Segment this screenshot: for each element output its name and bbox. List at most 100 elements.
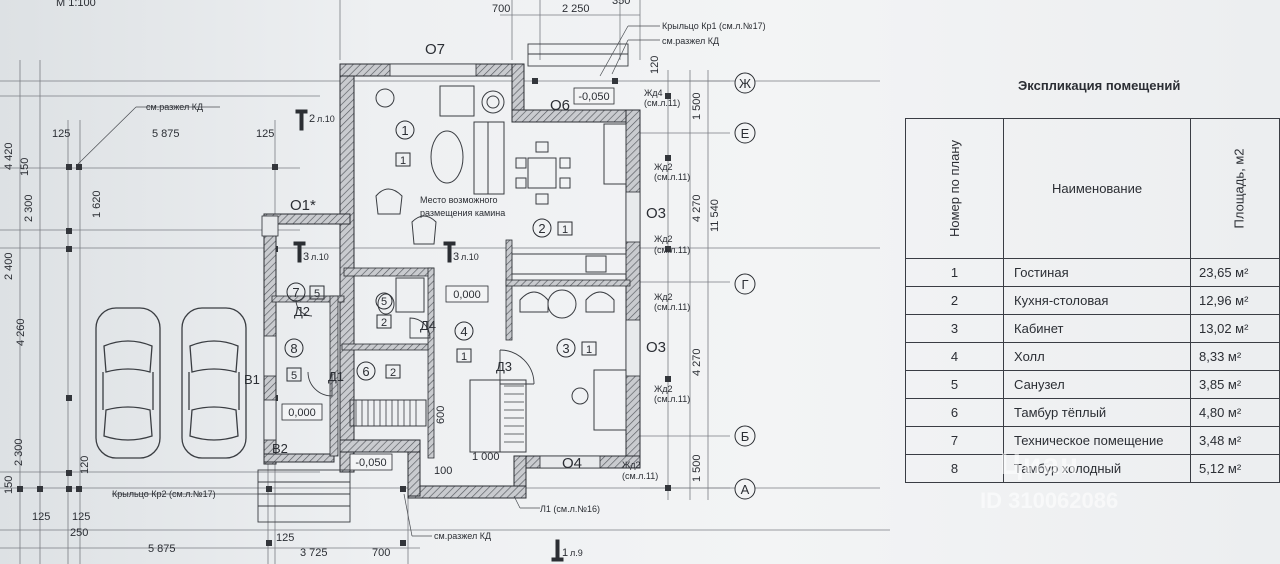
section-1-number: 1 bbox=[562, 547, 568, 559]
lintel-zhd2-b-ref: (см.л.11) bbox=[654, 245, 690, 255]
lintel-zhd2-c: Жд2 bbox=[654, 292, 673, 302]
note-razrez-2: см.разжел КД bbox=[146, 102, 203, 112]
axis-e: Е bbox=[741, 126, 750, 141]
dim-bot-125c: 125 bbox=[276, 532, 294, 544]
furniture bbox=[349, 85, 627, 453]
explication-title: Экспликация помещений bbox=[1018, 78, 1181, 93]
room-labels: 1 1 2 1 3 1 4 1 5 2 6 2 7 5 8 5 bbox=[290, 123, 592, 382]
axis-zh: Ж bbox=[739, 76, 751, 91]
dim-v-1620: 1 620 bbox=[91, 190, 103, 218]
section-3b-sheet: л.10 bbox=[311, 252, 329, 262]
gate-v1: В1 bbox=[244, 372, 260, 387]
window-o1: О1* bbox=[290, 197, 316, 214]
axis-a: А bbox=[741, 482, 750, 497]
note-porch-kr2: Крыльцо Кр2 (см.л.№17) bbox=[112, 489, 216, 499]
level-porch1: -0,050 bbox=[578, 91, 609, 103]
section-3-number: 3 bbox=[453, 251, 459, 263]
room-6-type: 2 bbox=[390, 367, 396, 379]
dim-top-2250: 2 250 bbox=[562, 3, 590, 15]
dim-bot-700: 700 bbox=[372, 547, 390, 559]
grid-lines bbox=[0, 0, 890, 564]
room-3-type: 1 bbox=[586, 344, 592, 356]
window-o6: О6 bbox=[550, 97, 570, 114]
dim-v-150b: 150 bbox=[3, 476, 15, 494]
room-5-number: 5 bbox=[381, 296, 387, 308]
axis-markers[interactable]: Ж Е Г Б А bbox=[734, 72, 756, 500]
axis-b: Б bbox=[741, 429, 750, 444]
lintel-zhd2-d-ref: (см.л.11) bbox=[654, 394, 690, 404]
watermark-logo: Циан bbox=[1000, 448, 1080, 481]
section-3b-number: 3 bbox=[303, 251, 309, 263]
dim-left-125b: 125 bbox=[256, 128, 274, 140]
lintel-zhd2-d: Жд2 bbox=[654, 384, 673, 394]
section-3-sheet: л.10 bbox=[461, 252, 479, 262]
door-d1: Д1 bbox=[328, 369, 344, 384]
fireplace-label-2: размещения камина bbox=[420, 208, 505, 218]
section-markers bbox=[293, 109, 564, 562]
lintel-zhd2-c-ref: (см.л.11) bbox=[654, 302, 690, 312]
room-7-number: 7 bbox=[292, 285, 299, 300]
dim-v-150: 150 bbox=[19, 158, 31, 176]
dim-v-2300b: 2 300 bbox=[13, 438, 25, 466]
door-swings bbox=[295, 299, 535, 397]
watermark-id: ID 310062086 bbox=[980, 488, 1119, 513]
floor-plan: М 1:100 bbox=[0, 0, 890, 564]
window-o7: О7 bbox=[425, 41, 445, 58]
room-8-type: 5 bbox=[291, 370, 297, 382]
dim-in-1000: 1 000 bbox=[472, 451, 500, 463]
dim-right-11540: 11 540 bbox=[709, 199, 721, 232]
dim-bot-3725: 3 725 bbox=[300, 547, 328, 559]
axis-g: Г bbox=[741, 277, 748, 292]
dim-bot-125a: 125 bbox=[32, 511, 50, 523]
section-1-sheet: л.9 bbox=[570, 548, 583, 558]
door-d2: Д2 bbox=[294, 304, 310, 319]
header-area: Площадь, м2 bbox=[1190, 118, 1280, 259]
dim-bot-5875: 5 875 bbox=[148, 543, 176, 555]
dim-left-5875: 5 875 bbox=[152, 128, 180, 140]
dim-v-4260: 4 260 bbox=[15, 318, 27, 346]
window-o3-bottom: О3 bbox=[646, 339, 666, 356]
room-5-type: 2 bbox=[381, 317, 387, 329]
lintel-zhd2-b: Жд2 bbox=[654, 234, 673, 244]
dim-in-600: 600 bbox=[435, 406, 447, 424]
stair-treads bbox=[355, 385, 524, 443]
room-markers[interactable] bbox=[284, 120, 597, 382]
section-2-number: 2 bbox=[309, 113, 315, 125]
scale-label: М 1:100 bbox=[56, 0, 96, 9]
car-right bbox=[181, 307, 247, 459]
room-4-type: 1 bbox=[461, 351, 467, 363]
level-boxes bbox=[281, 87, 615, 471]
lintel-zhd2-a: Жд2 bbox=[654, 162, 673, 172]
room-2-type: 1 bbox=[562, 224, 568, 236]
porch-kr2 bbox=[257, 469, 351, 523]
explication-table: Номер по плану Наименование Площадь, м2 … bbox=[904, 118, 1280, 483]
car-left bbox=[95, 307, 161, 459]
level-hall: 0,000 bbox=[453, 289, 481, 301]
level-porch2: -0,050 bbox=[355, 457, 386, 469]
room-3-number: 3 bbox=[562, 341, 569, 356]
room-1-number: 1 bbox=[401, 123, 408, 138]
dim-left-125a: 125 bbox=[52, 128, 70, 140]
note-porch-kr1: Крыльцо Кр1 (см.л.№17) bbox=[662, 21, 766, 31]
header-name: Наименование bbox=[1003, 118, 1192, 259]
note-stair-l1: Л1 (см.л.№16) bbox=[540, 504, 600, 514]
dim-v-4420: 4 420 bbox=[3, 142, 15, 170]
dim-bot-250: 250 bbox=[70, 527, 88, 539]
fireplace-label-1: Место возможного bbox=[420, 195, 498, 205]
window-o4: О4 bbox=[562, 455, 582, 472]
dim-in-100: 100 bbox=[434, 465, 452, 477]
room-6-number: 6 bbox=[362, 364, 369, 379]
dim-bot-125b: 125 bbox=[72, 511, 90, 523]
porch-kr1 bbox=[527, 43, 629, 67]
door-d4: Д4 bbox=[420, 318, 436, 333]
leader-lines bbox=[77, 25, 660, 537]
room-4-number: 4 bbox=[460, 324, 467, 339]
